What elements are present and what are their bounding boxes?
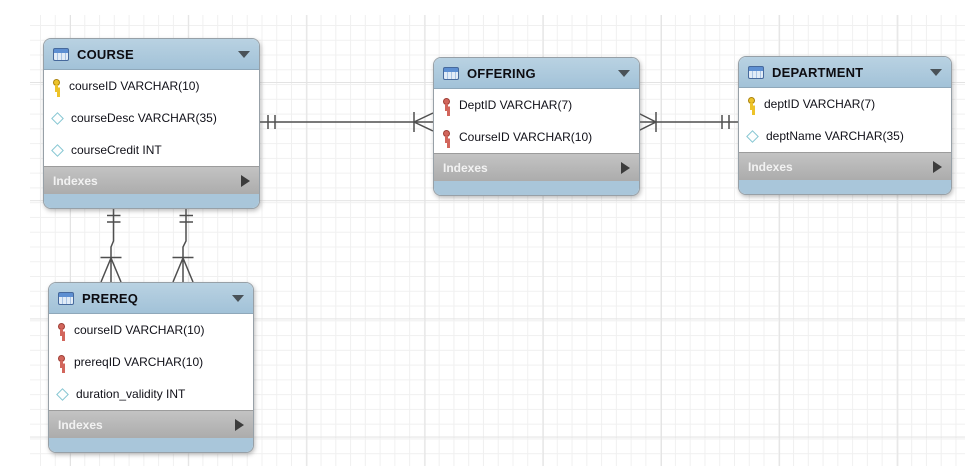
relationship-course-prereq-2[interactable] <box>172 208 194 283</box>
table-prereq[interactable]: PREREQ courseID VARCHAR(10) prereqID VAR… <box>48 282 254 453</box>
column-label: deptID VARCHAR(7) <box>764 97 876 111</box>
column-row[interactable]: CourseID VARCHAR(10) <box>434 121 639 153</box>
relationship-department-offering[interactable] <box>637 112 738 132</box>
table-name: DEPARTMENT <box>772 64 864 80</box>
table-department[interactable]: DEPARTMENT deptID VARCHAR(7) deptName VA… <box>738 56 952 195</box>
table-icon <box>748 65 764 79</box>
table-course-header[interactable]: COURSE <box>44 39 259 70</box>
collapse-arrow-icon[interactable] <box>238 50 250 58</box>
primary-key-icon <box>746 97 757 111</box>
indexes-label: Indexes <box>748 159 793 174</box>
table-footer-strip <box>434 181 639 195</box>
indexes-section[interactable]: Indexes <box>49 410 253 438</box>
table-icon <box>443 66 459 80</box>
column-label: DeptID VARCHAR(7) <box>459 98 573 112</box>
column-row[interactable]: courseDesc VARCHAR(35) <box>44 102 259 134</box>
table-prereq-header[interactable]: PREREQ <box>49 283 253 314</box>
column-row[interactable]: DeptID VARCHAR(7) <box>434 89 639 121</box>
indexes-section[interactable]: Indexes <box>44 166 259 194</box>
column-row[interactable]: courseID VARCHAR(10) <box>49 314 253 346</box>
relationship-course-offering[interactable] <box>258 112 434 132</box>
column-row[interactable]: courseCredit INT <box>44 134 259 166</box>
collapse-arrow-icon[interactable] <box>232 294 244 302</box>
column-row[interactable]: deptID VARCHAR(7) <box>739 88 951 120</box>
table-course-columns: courseID VARCHAR(10) courseDesc VARCHAR(… <box>44 70 259 166</box>
collapse-arrow-icon[interactable] <box>618 69 630 77</box>
table-offering-columns: DeptID VARCHAR(7) CourseID VARCHAR(10) <box>434 89 639 153</box>
indexes-section[interactable]: Indexes <box>739 152 951 180</box>
column-label: courseID VARCHAR(10) <box>74 323 205 337</box>
column-row[interactable]: prereqID VARCHAR(10) <box>49 346 253 378</box>
relationship-course-prereq-1[interactable] <box>100 208 122 283</box>
table-footer-strip <box>44 194 259 208</box>
column-label: CourseID VARCHAR(10) <box>459 130 593 144</box>
table-department-header[interactable]: DEPARTMENT <box>739 57 951 88</box>
table-course[interactable]: COURSE courseID VARCHAR(10) courseDesc V… <box>43 38 260 209</box>
indexes-label: Indexes <box>53 173 98 188</box>
indexes-section[interactable]: Indexes <box>434 153 639 181</box>
column-label: duration_validity INT <box>76 387 186 401</box>
expand-arrow-icon[interactable] <box>235 418 244 431</box>
column-label: prereqID VARCHAR(10) <box>74 355 204 369</box>
table-offering[interactable]: OFFERING DeptID VARCHAR(7) CourseID VARC… <box>433 57 640 196</box>
column-icon <box>51 143 64 157</box>
table-footer-strip <box>739 180 951 194</box>
column-label: courseDesc VARCHAR(35) <box>71 111 217 125</box>
table-prereq-columns: courseID VARCHAR(10) prereqID VARCHAR(10… <box>49 314 253 410</box>
table-department-columns: deptID VARCHAR(7) deptName VARCHAR(35) <box>739 88 951 152</box>
column-label: deptName VARCHAR(35) <box>766 129 904 143</box>
table-name: OFFERING <box>467 65 536 81</box>
foreign-key-icon <box>56 323 67 337</box>
column-row[interactable]: courseID VARCHAR(10) <box>44 70 259 102</box>
table-icon <box>58 291 74 305</box>
column-row[interactable]: duration_validity INT <box>49 378 253 410</box>
expand-arrow-icon[interactable] <box>933 160 942 173</box>
foreign-key-icon <box>56 355 67 369</box>
column-icon <box>56 387 69 401</box>
collapse-arrow-icon[interactable] <box>930 68 942 76</box>
expand-arrow-icon[interactable] <box>241 174 250 187</box>
table-name: COURSE <box>77 46 134 62</box>
column-row[interactable]: deptName VARCHAR(35) <box>739 120 951 152</box>
column-icon <box>51 111 64 125</box>
column-label: courseID VARCHAR(10) <box>69 79 200 93</box>
foreign-key-icon <box>441 130 452 144</box>
column-label: courseCredit INT <box>71 143 162 157</box>
table-name: PREREQ <box>82 290 139 306</box>
table-offering-header[interactable]: OFFERING <box>434 58 639 89</box>
expand-arrow-icon[interactable] <box>621 161 630 174</box>
indexes-label: Indexes <box>58 417 103 432</box>
primary-key-icon <box>51 79 62 93</box>
foreign-key-icon <box>441 98 452 112</box>
column-icon <box>746 129 759 143</box>
table-footer-strip <box>49 438 253 452</box>
indexes-label: Indexes <box>443 160 488 175</box>
table-icon <box>53 47 69 61</box>
